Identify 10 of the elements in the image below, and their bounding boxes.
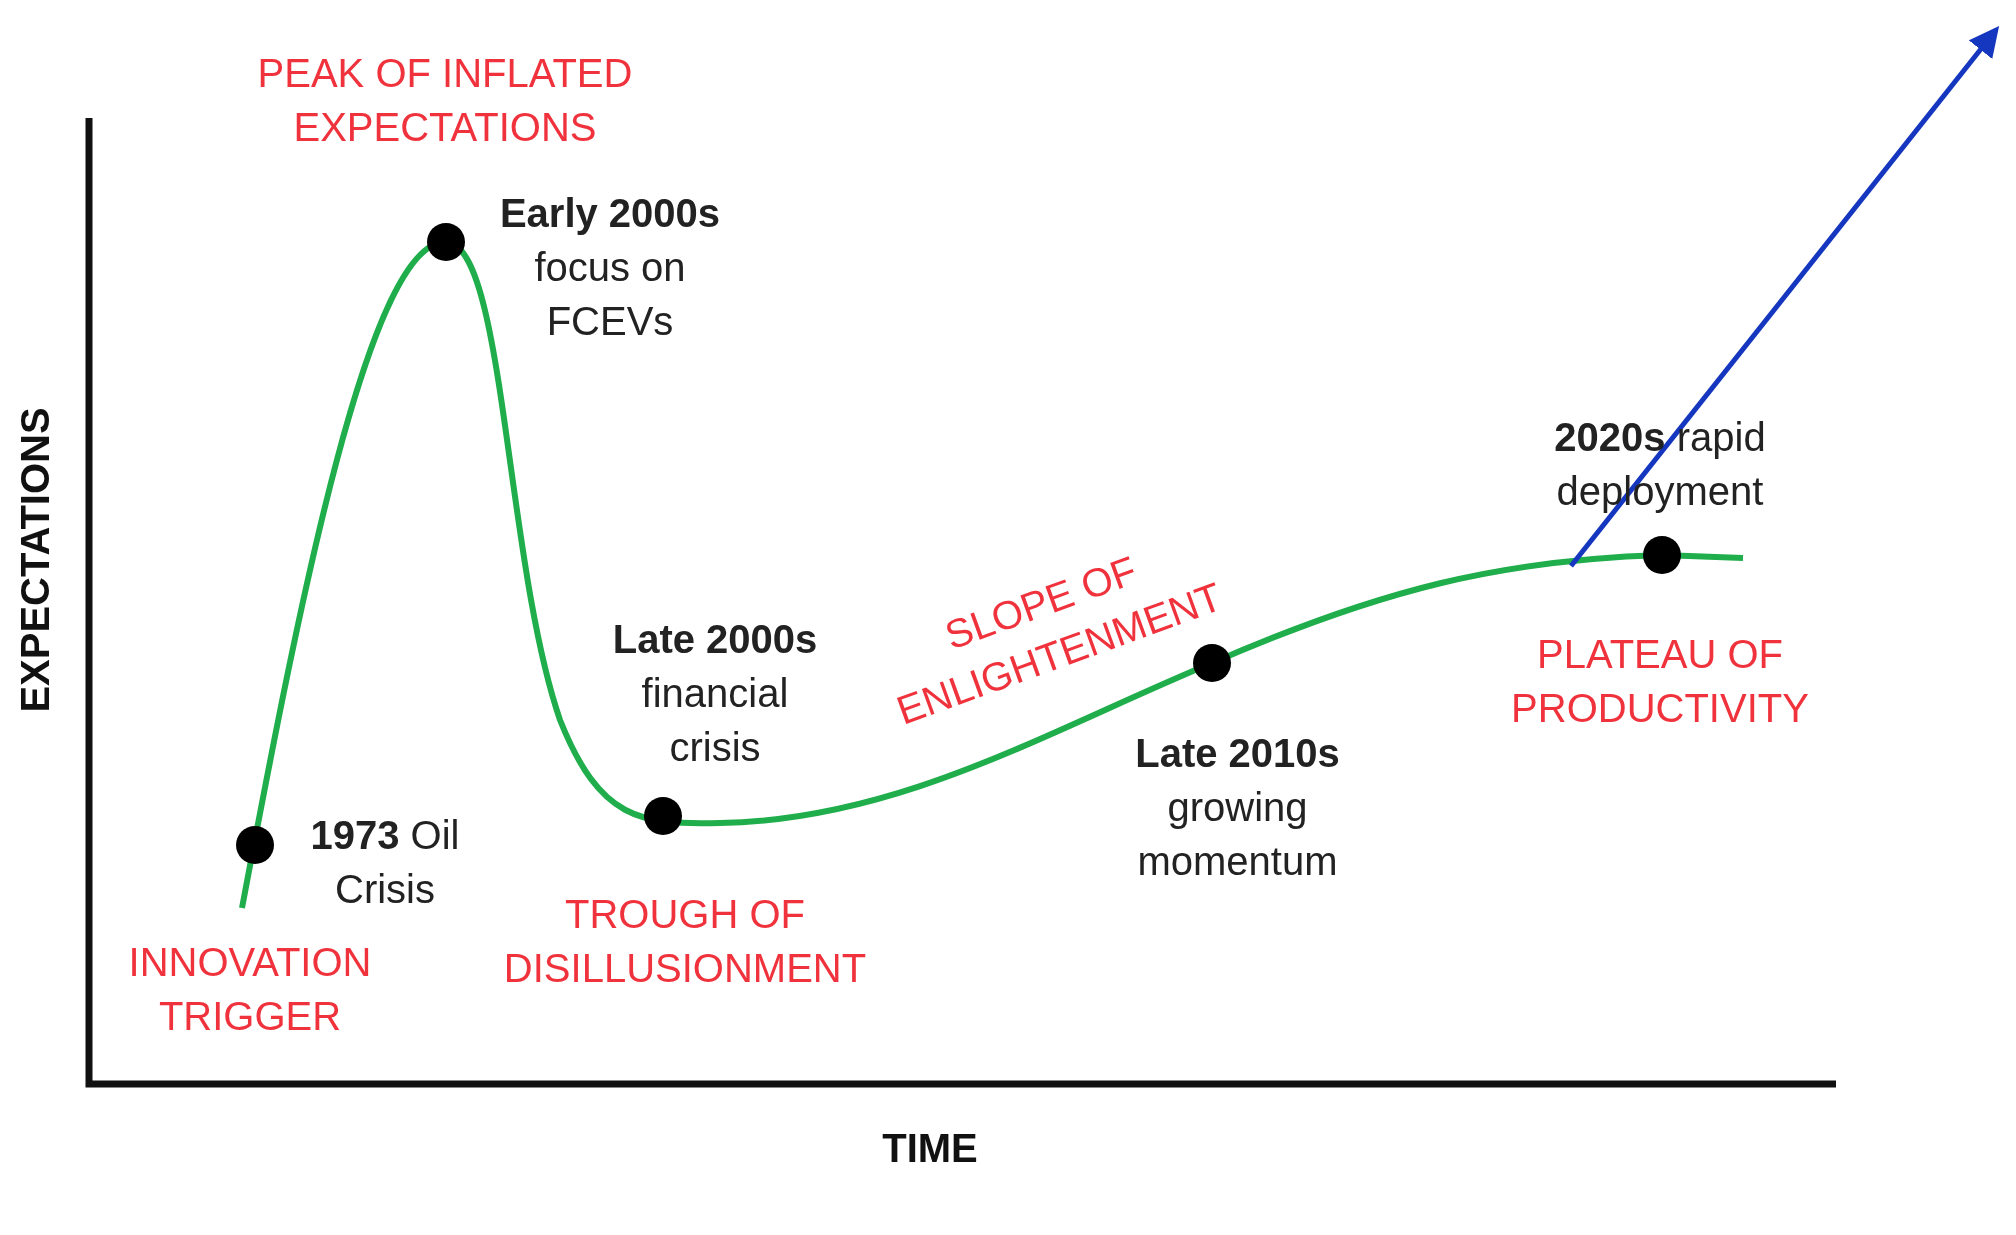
- milestone-label: Late 2000s financial crisis: [611, 616, 819, 771]
- milestone-label: 1973 Oil Crisis: [309, 812, 461, 913]
- milestone-label: Late 2010s growing momentum: [1134, 730, 1341, 885]
- axis-title: EXPECTATIONS: [12, 406, 58, 715]
- axis-title: TIME: [881, 1125, 979, 1172]
- phase-label: PLATEAU OF PRODUCTIVITY: [1510, 631, 1810, 732]
- phase-label: TROUGH OF DISILLUSIONMENT: [502, 891, 868, 992]
- milestone-label: Early 2000s focus on FCEVs: [498, 190, 722, 345]
- phase-label: INNOVATION TRIGGER: [127, 939, 373, 1040]
- phase-label: PEAK OF INFLATED EXPECTATIONS: [256, 50, 634, 151]
